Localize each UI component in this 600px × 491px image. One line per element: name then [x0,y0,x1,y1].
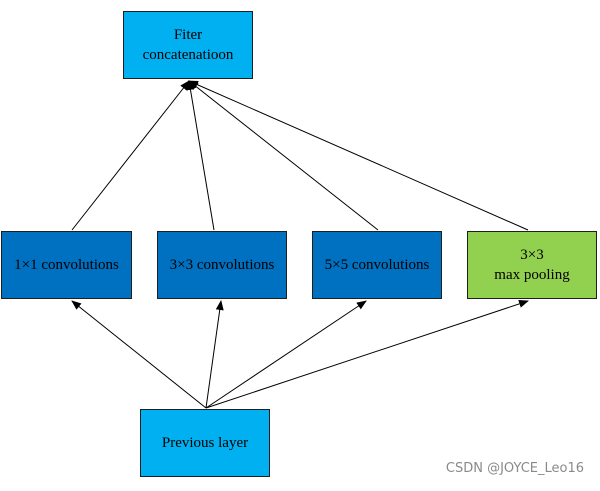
arrow-previous-to-pool [205,300,529,409]
previous-layer-box: Previous layer [140,409,270,477]
max-pooling-label-line-1: 3×3 [520,247,544,263]
arrow-previous-to-conv1 [71,300,207,409]
arrow-previous-to-conv3 [205,300,224,409]
watermark: CSDN @JOYCE_Leo16 [445,461,584,476]
filter-concatenation-label-line-2: concatenatioon [142,47,234,63]
arrow-conv5-to-concat [188,80,379,231]
max-pooling-label-line-2: max pooling [494,267,570,283]
filter-concatenation-label-line-1: Fiter [173,27,203,43]
max-pooling-box: 3×3 max pooling [467,231,597,299]
conv-5x5-label: 5×5 convolutions [324,257,430,273]
arrow-conv3-to-concat [186,80,215,231]
conv-1x1-box: 1×1 convolutions [1,231,132,299]
arrow-conv1-to-concat [71,80,190,231]
conv-3x3-label: 3×3 convolutions [169,257,275,273]
arrow-previous-to-conv5 [205,300,367,409]
arrow-pool-to-concat [188,80,529,231]
conv-5x5-box: 5×5 convolutions [312,231,442,299]
conv-3x3-box: 3×3 convolutions [157,231,287,299]
conv-1x1-label: 1×1 convolutions [14,257,119,273]
previous-layer-label: Previous layer [161,435,249,451]
filter-concatenation-box: Fiter concatenatioon [123,11,253,79]
